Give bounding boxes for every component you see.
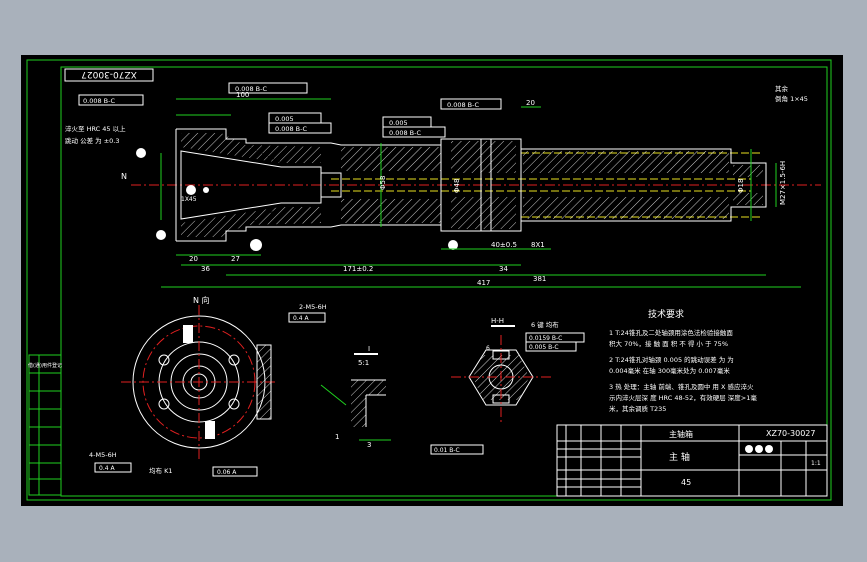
roughness-note: 其余 <box>775 84 789 93</box>
dim-27: 27 <box>231 255 240 263</box>
rotated-code-box: XZ70-30027 <box>64 68 154 82</box>
title-drawing-no: XZ70-30027 <box>766 429 815 438</box>
section-n-label: N <box>121 172 127 181</box>
detail-i-scale: 5:1 <box>358 359 369 367</box>
dim-417: 417 <box>477 279 490 287</box>
tolerance-frames: 0.008 B-C 0.008 B-C 0.005 0.008 B-C 0.00… <box>78 82 502 138</box>
detail-i: I 5:1 3 1 <box>320 345 391 449</box>
dim-thread: M27×1.5-6H <box>779 161 787 205</box>
shaft-main-view <box>131 128 821 251</box>
hole-spec-2: 4-M5-6H <box>89 451 117 459</box>
side-table-row: 借(通)用件登记 <box>28 362 62 369</box>
tech-req-line-3: 2 T:24锥孔对轴颈 0.005 的跳动误差 为 为 <box>609 355 734 364</box>
cad-drawing-canvas: XZ70-30027 借(通)用件登记 <box>21 55 843 506</box>
h-section-note: 6 键 均布 <box>531 320 559 329</box>
dim-36: 36 <box>201 265 210 273</box>
title-block: 主轴箱 XZ70-30027 主 轴 45 1:1 <box>556 424 828 497</box>
dim-phi58: Φ58 <box>379 176 387 190</box>
hole-note: 均布 K1 <box>149 466 172 475</box>
dim-1: 1 <box>335 433 339 441</box>
tech-req-line-4: 0.004毫米 在轴 300毫米处为 0.007毫米 <box>609 366 730 375</box>
h-section: H-H 6 键 均布 0.0159 B-C 0.005 B-C 0.01 B-C… <box>430 317 585 455</box>
shaft-outline <box>175 128 767 242</box>
tech-req-line-6: 示内淬火层深 度 HRC 48-52，有效硬层 深度>1毫 <box>609 393 757 402</box>
dim-3: 3 <box>367 441 371 449</box>
dim-171: 171±0.2 <box>343 265 373 273</box>
left-note-1: 淬火至 HRC 45 以上 <box>65 124 126 133</box>
tol-h-1: 0.0159 B-C <box>529 335 562 342</box>
tech-req-title: 技术要求 <box>648 308 684 320</box>
title-assembly: 主轴箱 <box>669 429 693 439</box>
tol-n-2: 0.4 A <box>99 465 115 472</box>
dim-20-top: 20 <box>526 99 535 107</box>
h-section-title: H-H <box>491 317 504 325</box>
dim-34: 34 <box>499 265 508 273</box>
tol-n-1: 0.4 A <box>293 315 309 322</box>
taper-bore <box>180 150 322 220</box>
tol-4: 0.008 B-C <box>275 125 307 133</box>
rotated-code: XZ70-30027 <box>81 69 137 79</box>
dim-6: 6 <box>486 345 490 352</box>
tol-1: 0.008 B-C <box>83 97 115 105</box>
tech-req-line-1: 1 T:24锥孔及二处轴颈用涂色法检验接触面 <box>609 328 733 337</box>
tech-req-line-5: 3 热 处理：主轴 前端、锥孔及圆中 用 X 感应淬火 <box>609 382 754 391</box>
title-material: 45 <box>681 478 691 487</box>
tech-requirements: 技术要求 1 T:24锥孔及二处轴颈用涂色法检验接触面 积大 70%，接 触 面… <box>609 308 757 413</box>
side-table: 借(通)用件登记 <box>28 354 62 496</box>
tol-3: 0.005 <box>275 115 294 123</box>
tol-5: 0.005 <box>389 119 408 127</box>
tech-req-line-7: 米，其余调质 T235 <box>609 404 666 413</box>
dim-20: 20 <box>189 255 198 263</box>
tol-7: 0.008 B-C <box>447 101 479 109</box>
tech-req-line-2: 积大 70%，接 触 面 积 不 得 小 于 75% <box>609 339 728 348</box>
outer-frame <box>26 59 832 501</box>
title-scale: 1:1 <box>811 460 821 467</box>
dim-chamfer: 1X45 <box>181 196 197 203</box>
dim-8x1: 8X1 <box>531 241 545 249</box>
hole-spec-1: 2-M5-6H <box>299 303 327 311</box>
dimension-lines <box>160 98 801 288</box>
dim-100: 100 <box>236 91 249 99</box>
detail-i-title: I <box>368 345 370 353</box>
tol-6: 0.008 B-C <box>389 129 421 137</box>
inner-frame <box>60 66 828 497</box>
n-view: N 向 2-M5-6H 0.4 A 4-M5-6H 0.4 A 均布 K1 0.… <box>89 295 327 477</box>
n-view-title: N 向 <box>193 295 210 305</box>
left-note-2: 跳动 公差 为 ±0.3 <box>65 136 119 145</box>
tol-h-2: 0.005 B-C <box>529 344 559 351</box>
dim-381: 381 <box>533 275 546 283</box>
title-part-name: 主 轴 <box>669 451 690 463</box>
tol-n-3: 0.06 A <box>217 469 237 476</box>
dim-phi18: Φ18 <box>737 179 745 193</box>
drawing-svg: XZ70-30027 借(通)用件登记 <box>26 59 832 501</box>
roughness-note-2: 倒角 1×45 <box>775 94 808 103</box>
dim-phi48: Φ48 <box>453 179 461 193</box>
tol-2: 0.008 B-C <box>235 85 267 93</box>
tol-h-3: 0.01 B-C <box>434 447 460 454</box>
dim-40: 40±0.5 <box>491 241 517 249</box>
